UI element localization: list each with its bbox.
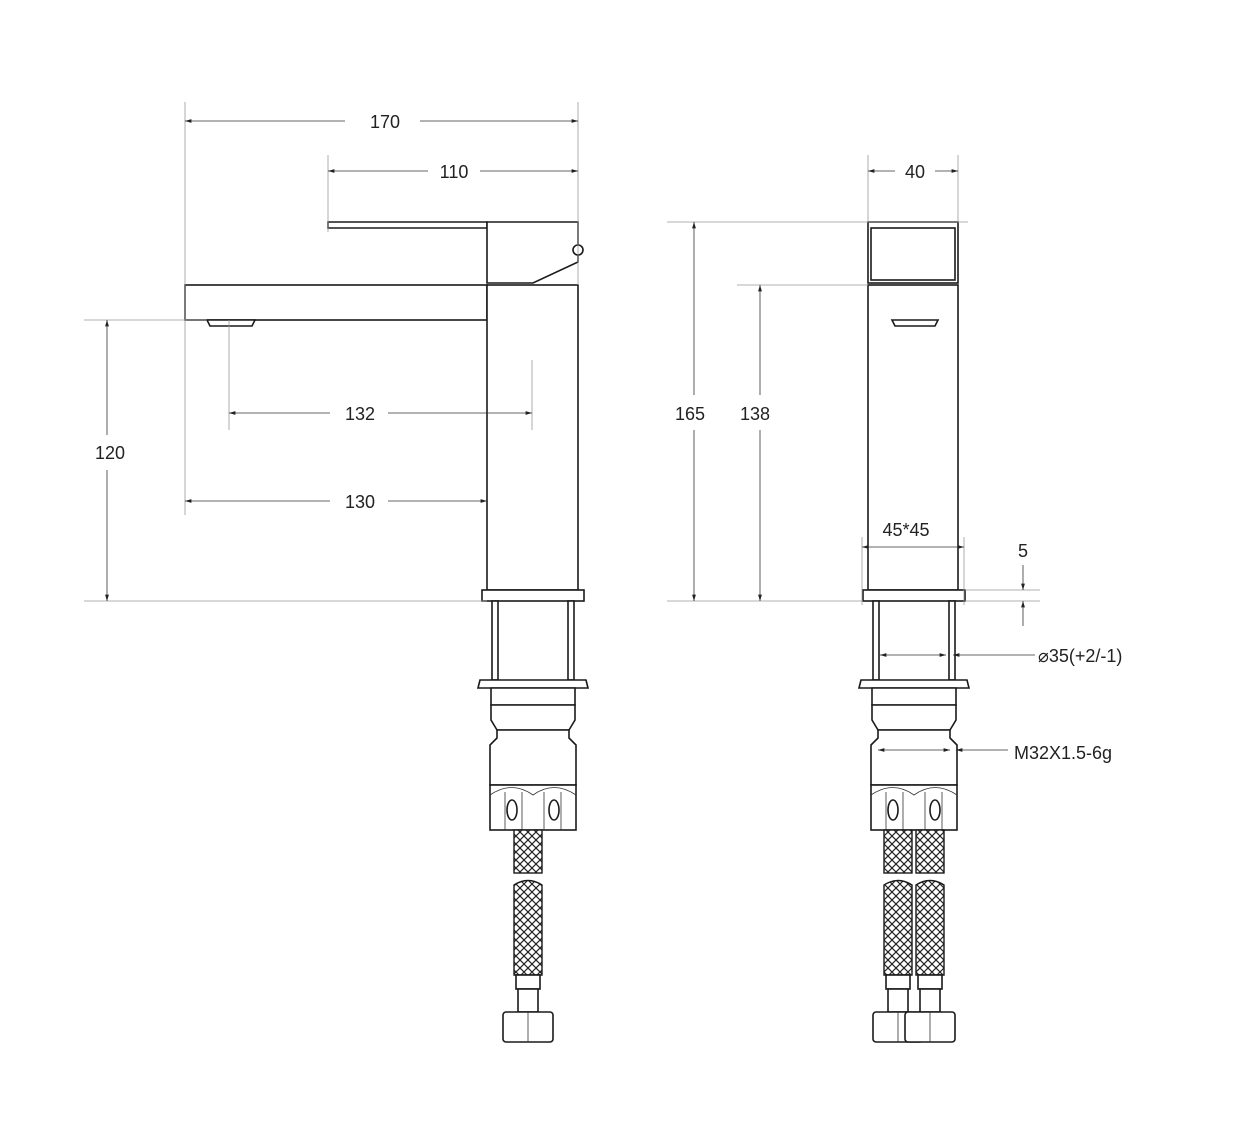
braided-hose	[513, 829, 543, 874]
dim-165: 165	[675, 404, 705, 424]
hose-fitting	[919, 988, 941, 1013]
flange	[476, 679, 590, 689]
hex-nut-chamfer	[489, 787, 577, 796]
dim-45x45: 45*45	[882, 520, 929, 540]
extension-lines	[84, 102, 1040, 605]
body	[867, 284, 959, 591]
base-plate	[862, 589, 966, 602]
dimension-lines	[105, 119, 1035, 752]
dimension-labels: 170 110 132 130 120 40 165 138 45*45 5 ⌀…	[95, 112, 1122, 763]
hose-fitting	[517, 988, 539, 1013]
hose-ferrule	[885, 974, 911, 990]
front-view	[857, 221, 971, 1043]
nut-slot	[506, 799, 518, 821]
dim-thread: M32X1.5-6g	[1014, 743, 1112, 763]
dim-110: 110	[440, 162, 469, 182]
flange-ring	[871, 687, 957, 706]
mounting-rod	[491, 600, 499, 681]
dim-170: 170	[370, 112, 400, 132]
mounting-rod	[948, 600, 956, 681]
nut-slot	[548, 799, 560, 821]
spout	[184, 284, 488, 321]
collar	[871, 704, 957, 731]
mounting-rod	[872, 600, 880, 681]
mounting-assembly	[476, 589, 590, 1043]
hose-fitting	[887, 988, 909, 1013]
nut-slot	[887, 799, 899, 821]
handle-block	[486, 221, 579, 284]
braided-hose	[915, 879, 945, 976]
lever-handle	[327, 221, 488, 229]
flange	[857, 679, 971, 689]
hose-ferrule	[515, 974, 541, 990]
braided-hose	[915, 829, 945, 874]
mounting-rod	[567, 600, 575, 681]
side-view	[184, 221, 590, 1043]
aerator	[205, 319, 257, 327]
hex-nut-chamfer	[870, 787, 958, 796]
braided-hose	[883, 879, 913, 976]
nut-body	[870, 729, 958, 786]
nut-slot	[929, 799, 941, 821]
aerator	[890, 319, 940, 327]
hose-ferrule	[917, 974, 943, 990]
handle-inner	[870, 227, 956, 281]
braided-hose	[883, 829, 913, 874]
collar	[490, 704, 576, 731]
body	[486, 284, 579, 591]
dim-120: 120	[95, 443, 125, 463]
dim-138: 138	[740, 404, 770, 424]
hex-nut	[870, 784, 958, 831]
nut-body	[489, 729, 577, 786]
dim-130: 130	[345, 492, 375, 512]
dim-40: 40	[905, 162, 925, 182]
dim-5: 5	[1018, 541, 1028, 561]
flange-ring	[490, 687, 576, 706]
dim-diameter-35: ⌀35(+2/-1)	[1038, 646, 1122, 666]
braided-hose	[513, 879, 543, 976]
dim-132: 132	[345, 404, 375, 424]
base-plate	[481, 589, 585, 602]
hex-nut	[489, 784, 577, 831]
mounting-assembly	[857, 589, 971, 1043]
